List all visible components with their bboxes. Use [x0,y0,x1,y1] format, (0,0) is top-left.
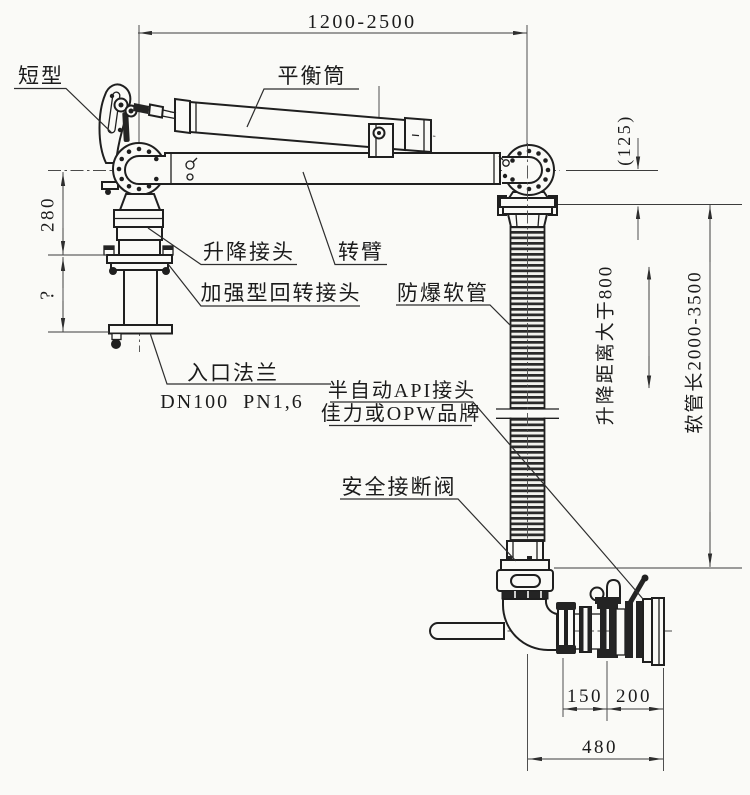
safety-breakaway-valve-part [496,540,554,600]
api-coupler-part [556,574,665,666]
dimension-lines [48,30,742,771]
balance-cylinder [174,97,432,158]
cylinder-trunnion-bracket [368,123,394,158]
drawing-texts: 1200-2500 短型 平衡筒 升降接头 转臂 加强型回转接头 入口法兰 DN… [18,11,705,758]
riser-column [103,193,174,349]
right-swivel-joint [497,144,558,228]
note-hose-length: 软管长2000-3500 [683,270,705,433]
callout-leaders [14,87,644,600]
callout-balance-cylinder: 平衡筒 [278,64,347,88]
callout-api-coupler: 半自动API接头 [328,379,476,402]
callout-lift-joint: 升降接头 [203,240,295,264]
swing-arm [164,152,501,185]
coupler-lever [627,576,647,606]
callout-inlet-flange-spec: DN100 PN1,6 [160,391,303,413]
dim-riser-280: 280 [37,196,58,232]
left-swivel-bolts [116,146,159,192]
dim-200: 200 [616,686,652,707]
dim-arm-span: 1200-2500 [307,11,416,33]
callout-short-type: 短型 [18,64,64,88]
pantograph-bracket [98,83,177,195]
dim-480: 480 [582,737,618,758]
handle-rod [429,622,505,640]
callout-safety-breakaway-valve: 安全接断阀 [342,475,457,499]
reinforced-swivel-flange [103,245,174,275]
note-lift-distance: 升降距离大于800 [594,265,616,426]
callout-inlet-flange: 入口法兰 [187,361,279,385]
dim-flange-offset: (125) [614,114,635,166]
inlet-flange-part [108,324,173,349]
left-swivel-joint [112,142,198,196]
callout-swing-arm: 转臂 [338,240,384,264]
dim-150: 150 [567,686,603,707]
callout-reinforced-swivel: 加强型回转接头 [201,281,362,305]
callout-api-coupler-brand: 佳力或OPW品牌 [321,402,481,425]
discharge-elbow [429,598,558,651]
dim-riser-unknown: ? [37,288,59,299]
callout-explosion-proof-hose: 防爆软管 [397,281,489,305]
